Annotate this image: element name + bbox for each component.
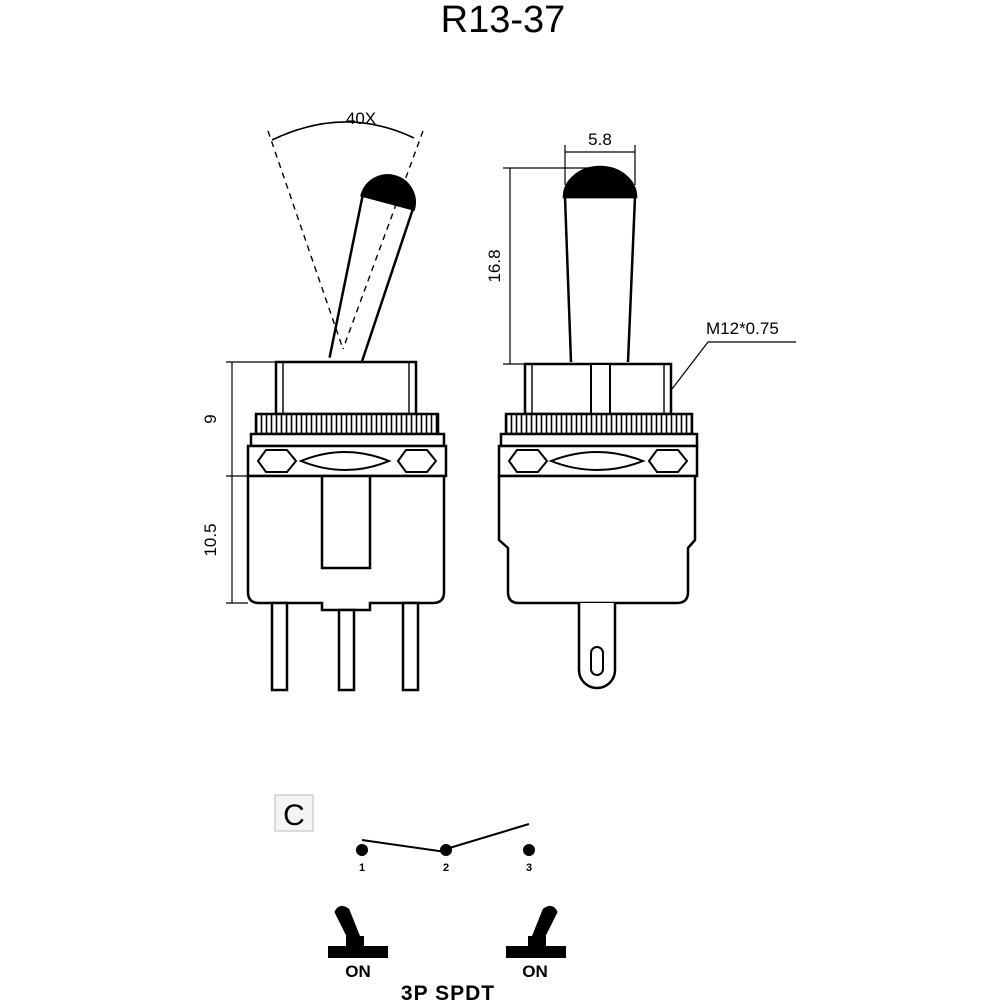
contact-3 (523, 844, 535, 856)
knurled-nut-left (254, 412, 440, 436)
switch-type-label: 3P SPDT (401, 982, 495, 1000)
terminal-left-3 (401, 601, 420, 692)
body-right (497, 474, 697, 605)
position-label-left: ON (345, 962, 371, 981)
thread-leader (671, 341, 796, 390)
pin-label-2: 2 (443, 862, 449, 874)
code-letter: C (283, 799, 305, 832)
lever-height-label: 16.8 (485, 249, 504, 282)
toggle-left-icon (328, 905, 388, 958)
bushing-left (274, 360, 418, 416)
terminal-left-2 (337, 608, 356, 692)
lever-tilted (328, 174, 416, 367)
position-label-right: ON (522, 962, 548, 981)
hex-nut-right (497, 444, 699, 478)
hex-nut-left (246, 444, 448, 478)
angle-label: 40X (346, 109, 376, 128)
bushing-height-label: 9 (201, 414, 220, 423)
lever-tip (562, 165, 638, 199)
pin-label-3: 3 (526, 862, 532, 874)
contact-1 (356, 844, 368, 856)
angle-dash-left (267, 130, 344, 350)
drawing-title: R13-37 (441, 0, 566, 41)
angle-arc (271, 121, 415, 141)
side-view (497, 145, 796, 690)
body-height-label: 10.5 (201, 523, 220, 556)
circuit-schematic (356, 823, 535, 856)
thread-label: M12*0.75 (706, 319, 779, 338)
pin-label-1: 1 (359, 862, 365, 874)
terminal-right (577, 603, 617, 690)
contact-2 (440, 844, 452, 856)
toggle-right-icon (506, 905, 566, 958)
body-left (246, 474, 446, 612)
front-view (226, 121, 448, 692)
terminal-left-1 (270, 601, 289, 692)
angle-dash-right (342, 130, 424, 350)
code-box (274, 794, 314, 832)
lever-width-label: 5.8 (588, 130, 612, 149)
lever-straight (563, 195, 637, 363)
knurled-nut-right (504, 412, 694, 436)
